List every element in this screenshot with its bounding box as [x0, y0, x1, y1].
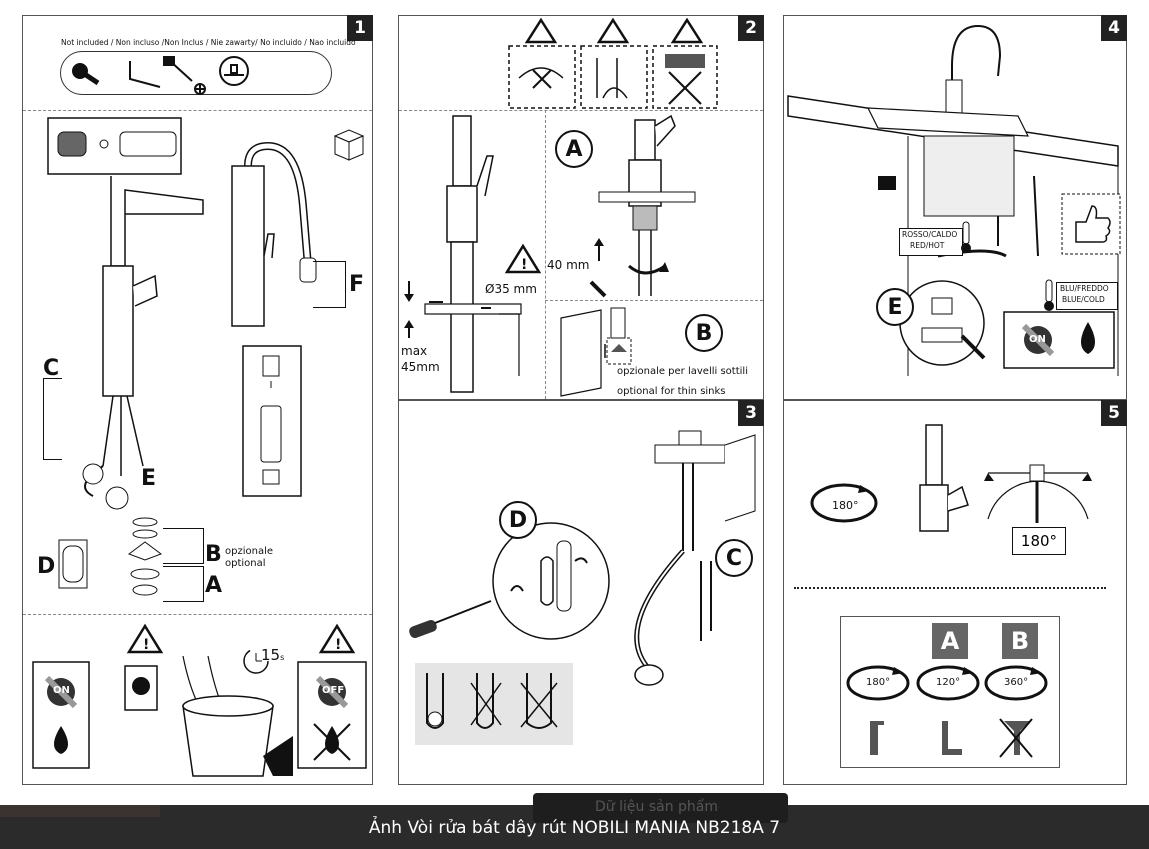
panel-step-5: 5 180° 180° A B [783, 400, 1127, 785]
on-valve-water-icon [1003, 311, 1115, 369]
label-e-circle: E [876, 288, 914, 326]
thin-sink-illustration [560, 307, 632, 397]
tools-icons [72, 56, 249, 95]
cold-label-en: BLUE/COLD [1062, 295, 1105, 304]
washers-stack [127, 517, 163, 596]
product-data-label: Dữ liệu sản phẩm [595, 799, 718, 815]
warning-boxes [508, 17, 718, 109]
panel-step-2: 2 [398, 15, 764, 400]
clip-options-box [415, 663, 573, 745]
warning-icon-2: ! [318, 623, 356, 654]
thermometer-cold-icon [1044, 279, 1054, 311]
handshower-detail [242, 345, 302, 497]
label-b-circle: B [685, 314, 723, 352]
thumbs-up-icon [1061, 193, 1121, 255]
panel-step-3: 3 C D [398, 400, 764, 785]
box-icon [333, 129, 365, 161]
nut-tighten-illustration [589, 114, 696, 298]
on-label-4: ON [1029, 334, 1046, 345]
faucet-illustration-2 [231, 141, 317, 327]
off-label: OFF [322, 685, 345, 696]
warning-icon: ! [126, 623, 164, 654]
step-number-5: 5 [1101, 400, 1127, 426]
image-caption: Ảnh Vòi rửa bát dây rút NOBILI MANIA NB2… [368, 818, 781, 838]
on-valve-icon [32, 661, 90, 769]
rotation-180-box: 180° [1012, 527, 1066, 555]
label-e: E [141, 466, 157, 491]
svg-text:!: ! [335, 637, 341, 653]
hot-label-box [899, 228, 963, 256]
panel-step-4: 4 ROSSO/CALDO RED/HOT [783, 15, 1127, 400]
screwdriver-icon [163, 56, 206, 95]
max-label: max [401, 344, 428, 358]
clock-icon [243, 648, 269, 674]
bucket-illustration [124, 655, 293, 777]
rotation-a-180: 180° [866, 677, 891, 688]
valve-zoom-circle [899, 280, 986, 366]
label-d: D [37, 554, 56, 579]
screwdriver-icon [409, 600, 492, 639]
hot-label-en: RED/HOT [910, 241, 945, 250]
label-d-circle: D [499, 501, 537, 539]
rotation-options-illustrations [846, 665, 1048, 758]
label-f: F [349, 272, 365, 297]
opzionale-text: opzionale [225, 546, 274, 557]
dim-40mm: 40 mm [547, 258, 590, 272]
rotation-a-120: 120° [936, 677, 961, 688]
clip-zoom-circle [492, 522, 610, 640]
rotation-180-label: 180° [832, 499, 859, 512]
step-number-3: 3 [738, 400, 764, 426]
rotation-options-box [840, 616, 1060, 768]
svg-text:!: ! [143, 637, 149, 653]
hot-label-it: ROSSO/CALDO [902, 230, 958, 239]
step-number-4: 4 [1101, 15, 1127, 41]
timer-value: 15s [261, 646, 285, 664]
label-b: B [205, 542, 222, 567]
hose-install-illustration [634, 430, 756, 686]
bracket-d-part [58, 539, 88, 589]
instruction-sheet: 1 Not included / Non incluso /Non Inclus… [0, 0, 1149, 805]
label-c-circle: C [715, 539, 753, 577]
step-number-1: 1 [347, 15, 373, 41]
not-included-text: Not included / Non incluso /Non Inclus /… [61, 38, 356, 47]
on-label: ON [53, 685, 70, 696]
step-number-2: 2 [738, 15, 764, 41]
allen-key-icon [129, 61, 161, 88]
optional-thin-it: opzionale per lavelli sottili [617, 366, 748, 377]
thumbnail-strip-left[interactable] [0, 805, 160, 817]
off-valve-icon [297, 661, 367, 769]
product-data-button[interactable]: Dữ liệu sản phẩm [533, 793, 788, 823]
warning-icon [524, 17, 704, 44]
detail-box-f [313, 261, 346, 308]
faucet-rotate-illustration [919, 424, 969, 532]
tools-box [60, 51, 332, 95]
option-b-label: B [1002, 623, 1038, 659]
cold-label-it: BLU/FREDDO [1060, 284, 1109, 293]
sink-install-illustration [787, 24, 1119, 376]
diameter-label: Ø35 mm [485, 282, 537, 296]
dotted-divider [794, 587, 1106, 589]
aerator-detail [47, 117, 182, 175]
warning-icon: ! [504, 243, 542, 274]
level-icon [219, 56, 249, 86]
wrench-icon [72, 63, 100, 86]
option-a-label: A [932, 623, 968, 659]
svg-text:!: ! [521, 257, 527, 273]
thermometer-hot-icon [961, 221, 971, 253]
faucet-illustration-1 [82, 176, 204, 510]
optional-text: optional [225, 558, 266, 569]
max-value: 45mm [401, 360, 440, 374]
optional-thin-en: optional for thin sinks [617, 386, 726, 397]
label-c: C [43, 356, 60, 381]
panel-step-1: 1 Not included / Non incluso /Non Inclus… [22, 15, 373, 785]
label-a-circle: A [555, 130, 593, 168]
cold-label-box [1056, 282, 1118, 310]
faucet-body-install [404, 115, 522, 393]
rotation-b-360: 360° [1004, 677, 1029, 688]
label-a: A [205, 573, 223, 598]
rotation-arrow-180 [810, 483, 878, 523]
spout-top-view [984, 464, 1092, 523]
